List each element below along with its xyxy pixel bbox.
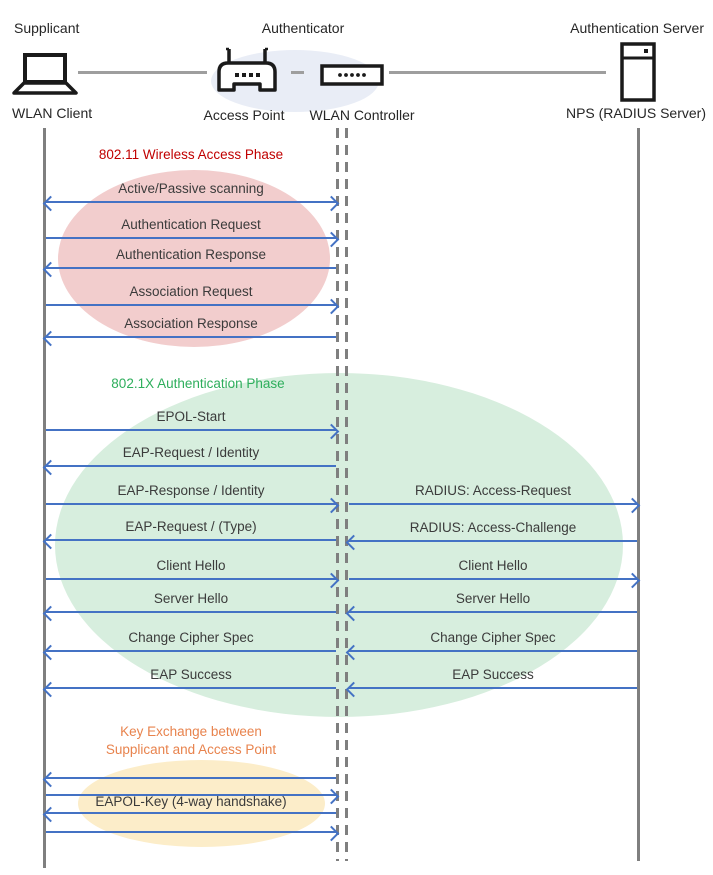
arrow-left [345, 681, 637, 698]
arrow-left [42, 261, 336, 278]
authenticator-lifeline-right [345, 128, 348, 861]
phase3-title-line1: Key Exchange between [120, 724, 262, 739]
arrow-left [42, 533, 336, 550]
phase2-title: 802.1X Authentication Phase [111, 376, 285, 391]
arrow-right [46, 788, 340, 805]
arrow-right [349, 497, 641, 514]
phase2-ellipse [55, 373, 623, 717]
auth-server-role-label: Authentication Server [570, 20, 704, 36]
connector-controller-server [389, 71, 606, 74]
arrow-right [46, 825, 340, 842]
arrow-right [46, 298, 340, 315]
arrow-left [42, 644, 336, 661]
authenticator-lifeline-left [336, 128, 339, 861]
supplicant-lifeline [43, 128, 46, 868]
arrow-right [46, 572, 340, 589]
auth-server-lifeline [637, 128, 640, 861]
arrow-right [46, 497, 340, 514]
authenticator-role-label: Authenticator [261, 20, 345, 36]
arrow-right [349, 572, 641, 589]
arrow-left [345, 644, 637, 661]
arrow-left [42, 330, 336, 347]
arrow-left [42, 459, 336, 476]
wlan-controller-label: WLAN Controller [309, 107, 415, 123]
supplicant-role-label: Supplicant [14, 20, 80, 36]
phase1-ellipse [58, 170, 330, 347]
arrow-right [46, 231, 340, 248]
laptop-icon [12, 52, 80, 101]
wireless-router-icon [215, 46, 279, 97]
arrow-right [46, 423, 340, 440]
arrow-left [42, 806, 336, 823]
phase3-title-line2: Supplicant and Access Point [105, 742, 277, 757]
connector-client-ap [78, 71, 207, 74]
access-point-label: Access Point [203, 107, 285, 123]
phase3-title: Key Exchange between Supplicant and Acce… [60, 723, 322, 759]
server-icon [620, 42, 656, 107]
arrow-left [42, 605, 336, 622]
arrow-left [42, 771, 336, 788]
arrow-both [42, 195, 340, 212]
nps-radius-server-label: NPS (RADIUS Server) [565, 105, 706, 121]
arrow-left [42, 681, 336, 698]
connector-ap-controller [291, 71, 304, 74]
phase1-title: 802.11 Wireless Access Phase [98, 147, 284, 162]
switch-icon [320, 64, 384, 91]
wlan-client-label: WLAN Client [12, 105, 93, 121]
arrow-left [345, 534, 637, 551]
arrow-left [345, 605, 637, 622]
